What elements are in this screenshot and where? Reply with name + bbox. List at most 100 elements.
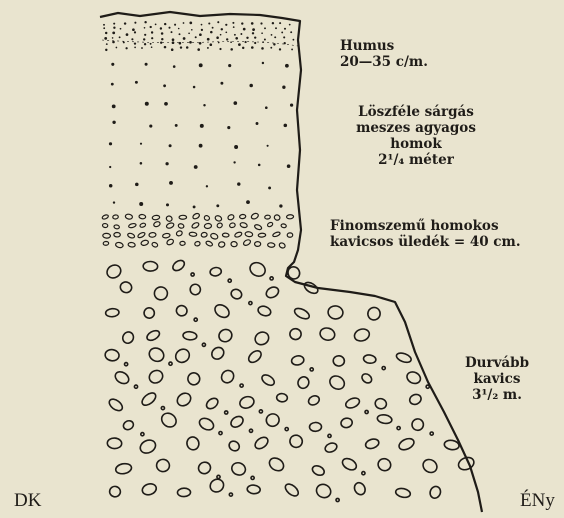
- coarse-gravel-pebble-mark: [309, 422, 321, 431]
- loess-dot-mark: [139, 202, 143, 206]
- coarse-gravel-pebble-mark: [125, 363, 128, 366]
- humus-dot-mark: [279, 48, 281, 50]
- coarse-gravel-pebble-mark: [230, 461, 247, 477]
- coarse-gravel-pebble-mark: [267, 455, 286, 473]
- humus-dot-mark: [220, 34, 222, 36]
- loess-dot-mark: [193, 205, 196, 208]
- humus-dot-mark: [235, 37, 238, 40]
- humus-label: Humus 20—35 c/m.: [340, 38, 428, 70]
- coarse-gravel-pebble-mark: [333, 355, 345, 366]
- humus-dot-mark: [126, 33, 129, 36]
- coarse-gravel-pebble-mark: [426, 385, 429, 388]
- humus-dot-mark: [178, 28, 180, 30]
- fine-gravel-pebble-mark: [153, 221, 161, 228]
- coarse-gravel-pebble-mark: [230, 288, 244, 301]
- coarse-gravel-pebble-mark: [140, 391, 158, 408]
- fine-gravel-pebble-mark: [166, 222, 175, 229]
- humus-dot-mark: [179, 42, 182, 45]
- coarse-gravel-pebble-mark: [283, 482, 300, 498]
- loess-label: Löszféle sárgás meszes agyagos homok 2¹/…: [336, 104, 496, 168]
- fine-gravel-pebble-mark: [204, 223, 212, 229]
- humus-dot-mark: [230, 41, 232, 43]
- coarse-gravel-pebble-mark: [173, 346, 192, 365]
- loess-dot-mark: [164, 102, 168, 106]
- humus-dot-mark: [264, 27, 266, 29]
- humus-dot-mark: [125, 47, 127, 49]
- humus-dot-mark: [116, 47, 118, 49]
- humus-dot-mark: [225, 24, 227, 26]
- fine-gravel-pebble-mark: [192, 212, 200, 219]
- humus-dot-mark: [141, 47, 143, 49]
- fine-gravel-pebble-mark: [278, 242, 286, 249]
- coarse-gravel-pebble-mark: [113, 369, 131, 386]
- coarse-gravel-pebble-mark: [219, 432, 222, 435]
- loess-dot-mark: [237, 182, 240, 185]
- coarse-gravel-pebble-mark: [247, 484, 261, 494]
- humus-dot-mark: [105, 32, 107, 34]
- coarse-gravel-pebble-mark: [247, 349, 264, 365]
- fine-gravel-pebble-mark: [216, 222, 223, 229]
- humus-dot-mark: [161, 38, 163, 40]
- fine-gravel-pebble-mark: [114, 224, 120, 229]
- coarse-gravel-pebble-mark: [171, 258, 186, 272]
- humus-dot-mark: [293, 39, 295, 41]
- humus-dot-mark: [243, 28, 246, 31]
- loess-dot-mark: [112, 105, 116, 109]
- humus-dot-mark: [240, 33, 242, 35]
- coarse-gravel-pebble-mark: [202, 343, 205, 346]
- coarse-gravel-pebble-mark: [336, 498, 339, 501]
- humus-dot-mark: [261, 32, 263, 34]
- coarse-gravel-pebble-mark: [141, 433, 144, 436]
- loess-dot-mark: [111, 83, 114, 86]
- coarse-gravel-pebble-mark: [364, 437, 380, 450]
- humus-dot-mark: [134, 42, 136, 44]
- coarse-gravel-pebble-mark: [191, 273, 194, 276]
- coarse-gravel-pebble-mark: [362, 472, 365, 475]
- loess-dot-mark: [206, 185, 208, 187]
- loess-dot-mark: [163, 84, 166, 87]
- humus-dot-mark: [216, 36, 219, 39]
- loess-dot-mark: [135, 81, 138, 84]
- coarse-gravel-pebble-mark: [319, 326, 336, 341]
- humus-dot-mark: [112, 32, 115, 35]
- humus-dot-mark: [218, 42, 220, 44]
- humus-dot-mark: [275, 27, 277, 29]
- fine-gravel-pebble-mark: [231, 241, 238, 247]
- fine-gravel-line-1: Finomszemű homokos: [330, 218, 521, 234]
- humus-dot-mark: [219, 48, 221, 50]
- coarse-gravel-pebble-mark: [141, 482, 158, 496]
- humus-dot-mark: [103, 24, 105, 26]
- fine-gravel-pebble-mark: [240, 222, 248, 229]
- loess-dot-mark: [203, 104, 205, 106]
- loess-dot-mark: [140, 162, 143, 165]
- coarse-gravel-pebble-mark: [225, 411, 228, 414]
- humus-dot-mark: [134, 22, 136, 24]
- coarse-gravel-pebble-mark: [310, 368, 313, 371]
- loess-dot-mark: [200, 124, 204, 128]
- fine-gravel-pebbles: [102, 212, 294, 249]
- loess-dots: [109, 62, 293, 209]
- loess-dot-mark: [109, 166, 111, 168]
- fine-gravel-pebble-mark: [128, 223, 136, 229]
- coarse-gravel-pebble-mark: [264, 412, 281, 428]
- coarse-gravel-pebble-mark: [257, 305, 272, 318]
- humus-dot-mark: [207, 47, 209, 49]
- humus-dot-mark: [155, 24, 157, 26]
- fine-gravel-pebble-mark: [227, 214, 235, 221]
- humus-dot-mark: [144, 21, 146, 23]
- humus-dot-mark: [160, 27, 162, 29]
- humus-dot-mark: [201, 24, 203, 26]
- coarse-gravel-pebble-mark: [395, 487, 411, 498]
- loess-dot-mark: [220, 82, 223, 85]
- coarse-gravel-pebble-mark: [229, 493, 232, 496]
- loess-dot-mark: [199, 144, 203, 148]
- coarse-gravel-pebble-mark: [366, 306, 381, 321]
- coarse-gravel-pebble-mark: [428, 485, 442, 500]
- humus-dot-mark: [245, 41, 247, 43]
- humus-dot-mark: [186, 46, 189, 49]
- humus-dot-mark: [281, 31, 283, 33]
- humus-dot-mark: [242, 47, 244, 49]
- loess-dot-mark: [175, 124, 178, 127]
- coarse-gravel-pebble-mark: [302, 280, 319, 295]
